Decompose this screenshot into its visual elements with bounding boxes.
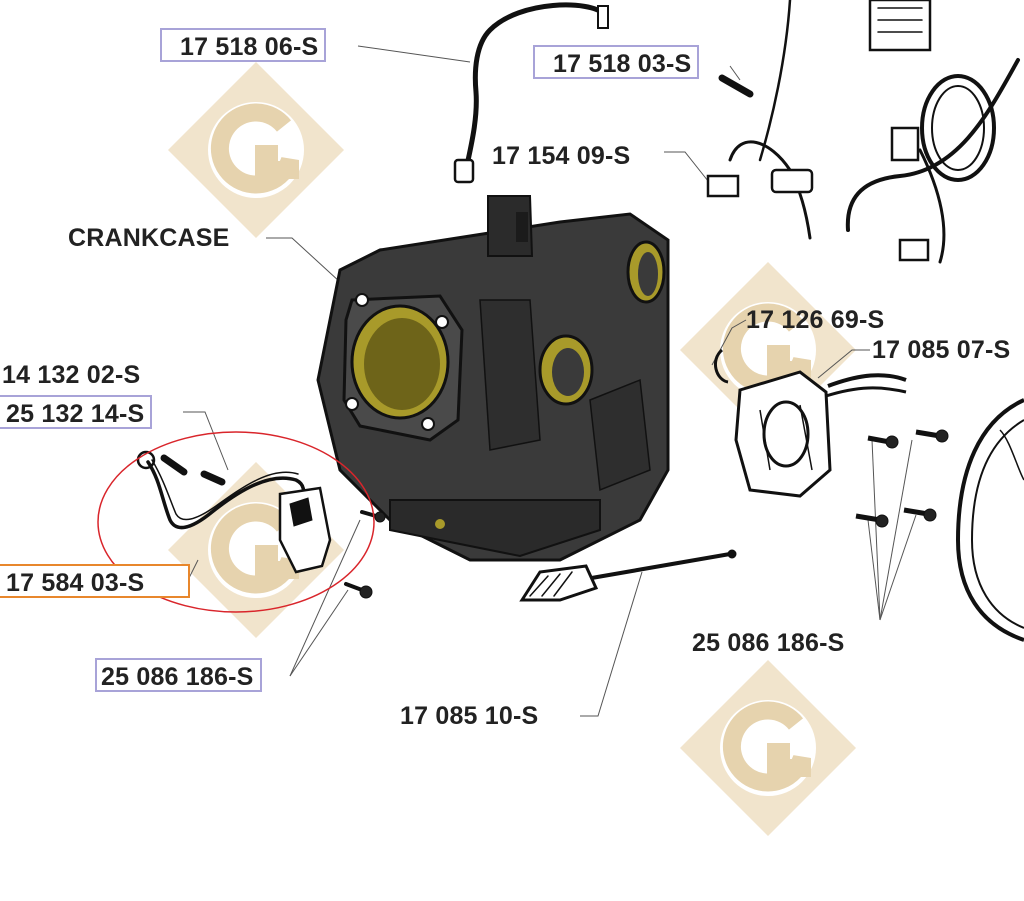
part-label[interactable]: 17 126 69-S — [746, 306, 885, 334]
part-label[interactable]: 17 085 10-S — [400, 702, 539, 730]
bolt-icon — [855, 429, 949, 528]
g-logo-icon — [168, 62, 344, 238]
part-label[interactable]: 17 518 03-S — [533, 45, 700, 79]
oil-level-rod — [519, 549, 737, 602]
crankcase — [316, 195, 670, 562]
wiring-harness-top — [453, 0, 814, 240]
part-label[interactable]: 25 086 186-S — [95, 658, 262, 692]
wiring-harness-right — [845, 0, 1020, 264]
flywheel — [955, 398, 1024, 642]
g-logo-icon — [680, 660, 856, 836]
part-label[interactable]: 25 132 14-S — [0, 395, 153, 429]
part-label[interactable]: 25 086 186-S — [692, 629, 845, 657]
crankcase-label: CRANKCASE — [68, 224, 230, 252]
part-label[interactable]: 17 085 07-S — [872, 336, 1011, 364]
stator-assembly — [713, 348, 907, 498]
part-label[interactable]: 14 132 02-S — [2, 361, 141, 389]
part-label[interactable]: 17 518 06-S — [160, 28, 327, 62]
highlight-ellipse — [97, 431, 375, 613]
oil-pressure-switch-assembly — [136, 450, 386, 599]
part-label-highlighted[interactable]: 17 584 03-S — [0, 564, 190, 598]
part-label[interactable]: 17 154 09-S — [492, 142, 631, 170]
leader-lines — [183, 45, 917, 717]
